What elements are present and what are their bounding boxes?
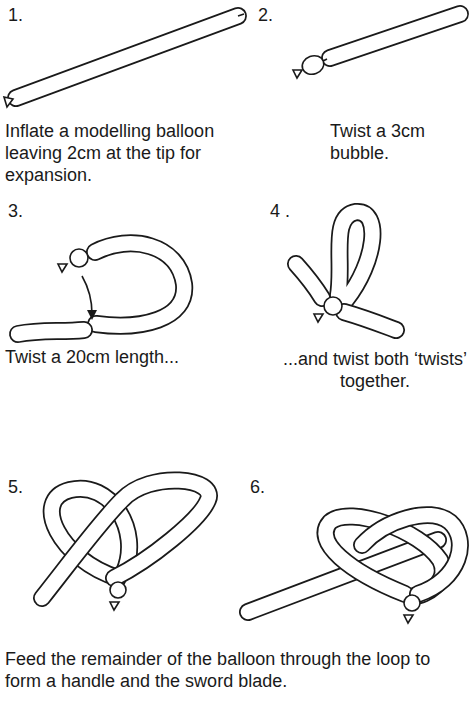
step-number: 5. xyxy=(8,476,48,498)
step-number: 4 . xyxy=(270,200,310,222)
step-number: 3. xyxy=(8,200,48,222)
step-caption: Twist a 3cm bubble. xyxy=(330,120,450,164)
step-caption: Inflate a modelling balloon leaving 2cm … xyxy=(5,120,255,186)
step-number: 2. xyxy=(258,4,298,26)
step-caption: Feed the remainder of the balloon throug… xyxy=(5,648,469,692)
step-caption: Twist a 20cm length... xyxy=(5,346,245,368)
step-number: 1. xyxy=(8,4,48,26)
step-number: 6. xyxy=(250,476,290,498)
step-caption: ...and twist both ‘twists’ together. xyxy=(282,348,468,392)
